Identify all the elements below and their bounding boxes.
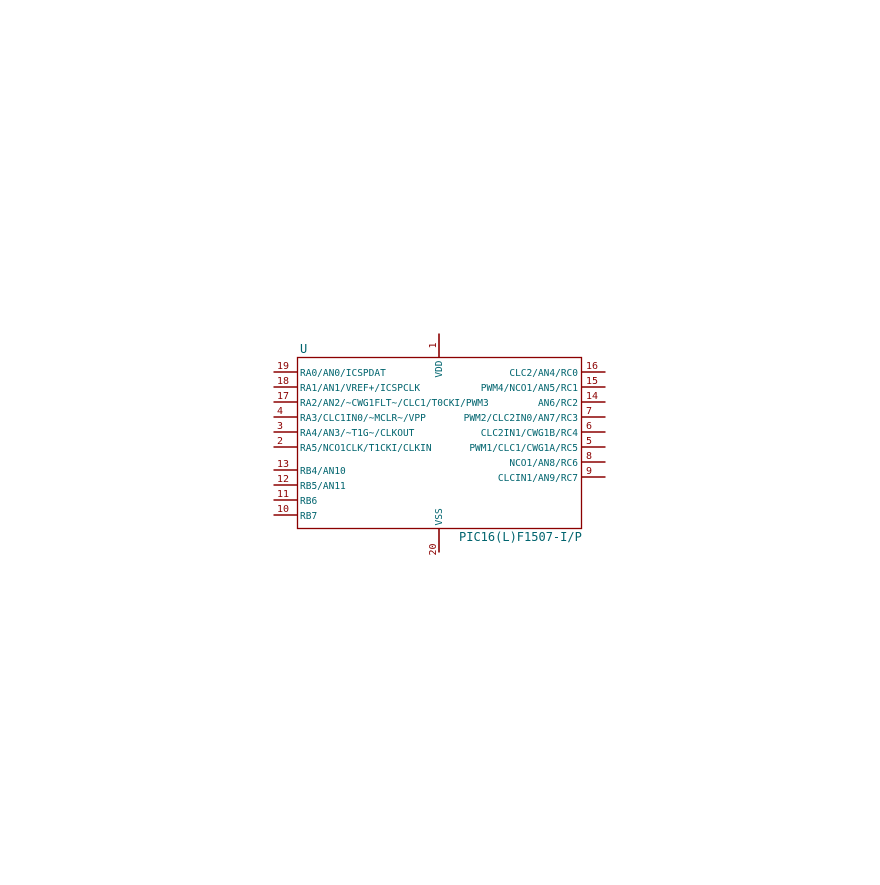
- pin-name: PWM4/NCO1/AN5/RC1: [481, 383, 579, 394]
- pin-number: 12: [277, 474, 289, 485]
- pin-number: 16: [586, 361, 598, 372]
- pin-number: 9: [586, 466, 592, 477]
- pin-number: 6: [586, 421, 592, 432]
- pin-name: CLC2IN1/CWG1B/RC4: [481, 428, 579, 439]
- pin-number: 15: [586, 376, 598, 387]
- pin-name: VSS: [434, 508, 445, 525]
- pin-name: RA2/AN2/~CWG1FLT~/CLC1/T0CKI/PWM3: [300, 398, 489, 409]
- pin-number: 13: [277, 459, 289, 470]
- pin-number: 18: [277, 376, 289, 387]
- pin-name: RB7: [300, 511, 317, 522]
- pin-name: AN6/RC2: [538, 398, 578, 409]
- left-pins: 19RA0/AN0/ICSPDAT18RA1/AN1/VREF+/ICSPCLK…: [273, 361, 489, 522]
- pin-number: 3: [277, 421, 283, 432]
- pin-number: 4: [277, 406, 283, 417]
- pin-number: 17: [277, 391, 289, 402]
- pin-number: 7: [586, 406, 592, 417]
- pin-name: CLC2/AN4/RC0: [509, 368, 578, 379]
- pin-name: RB5/AN11: [300, 481, 346, 492]
- pin-name: RA4/AN3/~T1G~/CLKOUT: [300, 428, 415, 439]
- pin-number: 1: [428, 342, 439, 348]
- pin-name: RB6: [300, 496, 317, 507]
- pin-number: 14: [586, 391, 598, 402]
- pin-name: RA1/AN1/VREF+/ICSPCLK: [300, 383, 420, 394]
- pin-name: VDD: [434, 360, 445, 377]
- pin-name: PWM2/CLC2IN0/AN7/RC3: [464, 413, 578, 424]
- pin-number: 10: [277, 504, 289, 515]
- bottom-pins: 20 VSS: [428, 508, 445, 555]
- pin-number: 19: [277, 361, 289, 372]
- pin-number: 20: [428, 544, 439, 556]
- component-value: PIC16(L)F1507-I/P: [459, 530, 582, 544]
- pin-name: RA0/AN0/ICSPDAT: [300, 368, 386, 379]
- pin-name: CLCIN1/AN9/RC7: [498, 473, 578, 484]
- pin-name: RA3/CLC1IN0/~MCLR~/VPP: [300, 413, 426, 424]
- pin-name: RA5/NCO1CLK/T1CKI/CLKIN: [300, 443, 432, 454]
- pin-number: 2: [277, 436, 283, 447]
- right-pins: 16CLC2/AN4/RC015PWM4/NCO1/AN5/RC114AN6/R…: [464, 361, 606, 484]
- pin-name: PWM1/CLC1/CWG1A/RC5: [469, 443, 578, 454]
- pin-number: 5: [586, 436, 592, 447]
- reference-designator: U: [300, 342, 307, 356]
- pin-number: 11: [277, 489, 289, 500]
- pin-name: RB4/AN10: [300, 466, 346, 477]
- pin-bottom: 20 VSS: [428, 508, 445, 555]
- pin-name: NCO1/AN8/RC6: [509, 458, 578, 469]
- pin-number: 8: [586, 451, 592, 462]
